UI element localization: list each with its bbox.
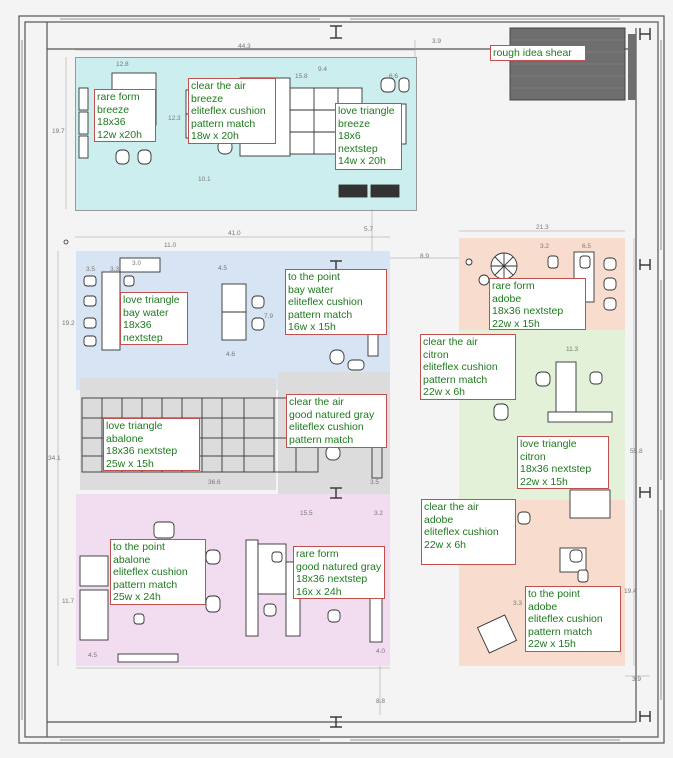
callout-love-triangle-bay-water: love triangle bay water 18x36 nextstep 2… — [120, 292, 188, 345]
callout-love-triangle-citron: love triangle citron 18x36 nextstep 22w … — [517, 436, 609, 489]
callout-rare-form-adobe: rare form adobe 18x36 nextstep 22w x 15h — [489, 278, 586, 330]
callout-clear-the-air-good-natured-gray: clear the air good natured gray elitefle… — [286, 394, 387, 448]
callout-clear-the-air-citron: clear the air citron eliteflex cushion p… — [420, 334, 516, 400]
dimension-label: 6.5 — [582, 243, 592, 250]
dimension-label: 3.5 — [370, 479, 380, 486]
dimension-label: 4.6 — [226, 351, 236, 358]
callout-love-triangle-abalone: love triangle abalone 18x36 nextstep 25w… — [103, 418, 200, 471]
dimension-label: 11.0 — [164, 242, 177, 249]
callout-to-the-point-abalone: to the point abalone eliteflex cushion p… — [110, 539, 206, 605]
dimension-label: 19.2 — [62, 320, 75, 327]
dimension-label: 3.9 — [632, 676, 642, 683]
dimension-label: 19.7 — [52, 128, 65, 135]
dimension-label: 11.3 — [566, 346, 579, 353]
dimension-label: 15.8 — [295, 73, 308, 80]
dimension-label: 55.8 — [630, 448, 643, 455]
dimension-label: 8.9 — [420, 253, 430, 260]
dimension-label: 4.5 — [88, 652, 98, 659]
dimension-label: 36.6 — [208, 479, 221, 486]
dimension-label: 12.8 — [116, 61, 129, 68]
dimension-label: 3.5 — [86, 266, 96, 273]
dimension-label: 3.2 — [540, 243, 550, 250]
callout-love-triangle-breeze: love triangle breeze 18x6 nextstep 14w x… — [335, 103, 402, 170]
dimension-label: 34.1 — [48, 455, 61, 462]
dimension-label: 11.7 — [62, 598, 75, 605]
dimension-label: 4.0 — [376, 648, 386, 655]
dimension-label: 4.5 — [218, 265, 228, 272]
dimension-label: 5.7 — [364, 226, 374, 233]
dimension-label: 21.3 — [536, 224, 549, 231]
dimension-label: 6.6 — [389, 73, 399, 80]
dimension-label: 41.0 — [228, 230, 241, 237]
callout-clear-the-air-adobe: clear the air adobe eliteflex cushion 22… — [421, 499, 516, 565]
shear-label: rough idea shear — [490, 45, 586, 61]
dimension-label: 3.0 — [132, 260, 142, 267]
dimension-label: 3.9 — [432, 38, 442, 45]
dimension-label: 12.3 — [168, 115, 181, 122]
dimension-label: 9.4 — [318, 66, 328, 73]
dimension-label: 3.2 — [374, 510, 384, 517]
dimension-label: 19.4 — [624, 588, 637, 595]
dimension-label: 10.1 — [198, 176, 211, 183]
callout-to-the-point-adobe: to the point adobe eliteflex cushion pat… — [525, 586, 621, 652]
dimension-label: 8.8 — [376, 698, 386, 705]
dimension-label: 7.9 — [264, 313, 274, 320]
callout-clear-the-air-breeze: clear the air breeze eliteflex cushion p… — [188, 78, 276, 144]
dimension-label: 3.3 — [513, 600, 523, 607]
callout-rare-form-good-natured-gray: rare form good natured gray 18x36 nextst… — [293, 546, 385, 599]
dimension-label: 15.5 — [300, 510, 313, 517]
dimension-label: 44.3 — [238, 43, 251, 50]
callout-rare-form-breeze: rare form breeze 18x36 12w x20h — [94, 89, 156, 142]
callout-to-the-point-bay-water: to the point bay water eliteflex cushion… — [285, 269, 387, 335]
dimension-label: 3.3 — [110, 266, 120, 273]
